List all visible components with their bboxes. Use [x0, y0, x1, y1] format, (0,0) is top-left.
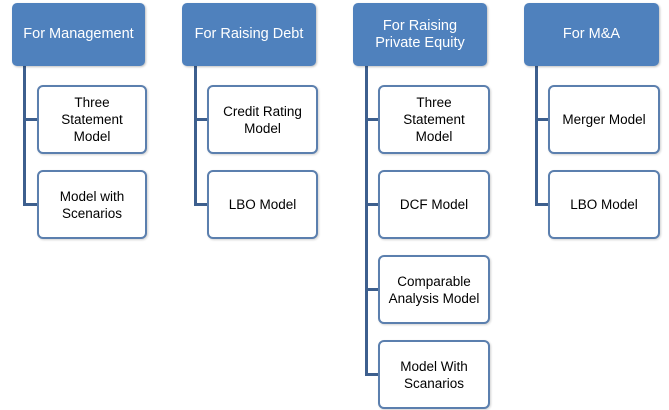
connector-line: [535, 118, 550, 121]
model-box-label: Comparable Analysis Model: [388, 273, 480, 306]
model-box-label: Model With Scanarios: [400, 358, 468, 391]
model-box-label: DCF Model: [399, 197, 469, 212]
connector-line: [535, 66, 538, 205]
connector-line: [194, 203, 209, 206]
category-header-label: For Management: [23, 26, 134, 42]
connector-line: [194, 66, 197, 205]
model-box: DCF Model: [378, 170, 490, 239]
model-box-label: Three Statement Model: [403, 95, 465, 144]
connector-line: [23, 118, 38, 121]
connector-line: [194, 118, 209, 121]
connector-line: [365, 288, 380, 291]
model-box-label: Credit Rating Model: [223, 103, 302, 136]
connector-line: [365, 66, 368, 375]
category-header-debt: For Raising Debt: [182, 3, 316, 66]
model-box: LBO Model: [548, 170, 660, 239]
connector-line: [23, 203, 38, 206]
model-box: Credit Rating Model: [207, 85, 318, 154]
category-header-private-equity: For Raising Private Equity: [353, 3, 487, 66]
model-box-label: Three Statement Model: [61, 95, 123, 144]
connector-line: [365, 118, 380, 121]
connector-line: [23, 66, 26, 205]
model-box: Model with Scenarios: [37, 170, 147, 239]
model-box: Three Statement Model: [378, 85, 490, 154]
connector-line: [535, 203, 550, 206]
model-box-label: Merger Model: [562, 112, 646, 127]
model-box-label: LBO Model: [228, 197, 297, 212]
model-box-label: LBO Model: [570, 197, 638, 212]
category-header-ma: For M&A: [524, 3, 659, 66]
model-box: LBO Model: [207, 170, 318, 239]
model-box-label: Model with Scenarios: [59, 188, 125, 221]
category-header-label: For Raising Debt: [194, 26, 304, 42]
category-header-label: For M&A: [562, 26, 621, 42]
category-header-management: For Management: [12, 3, 145, 66]
model-box: Three Statement Model: [37, 85, 147, 154]
model-box: Merger Model: [548, 85, 660, 154]
model-box: Model With Scanarios: [378, 340, 490, 409]
model-box: Comparable Analysis Model: [378, 255, 490, 324]
category-header-label: For Raising Private Equity: [375, 17, 465, 51]
connector-line: [365, 203, 380, 206]
connector-line: [365, 373, 380, 376]
